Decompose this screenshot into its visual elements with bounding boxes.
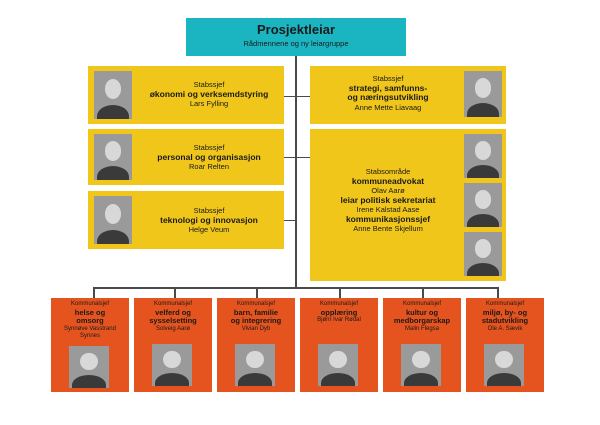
drop-line-5 xyxy=(422,287,424,298)
staff-title-line2: og næringsutvikling xyxy=(347,92,429,102)
branch-left-3 xyxy=(284,220,296,221)
director-title-line1: helse og xyxy=(74,307,106,317)
branch-right-2 xyxy=(296,157,310,158)
branch-left-2 xyxy=(284,157,296,158)
portrait-photo xyxy=(401,344,441,386)
director-label: Kommunalsjef xyxy=(485,301,524,307)
director-box-children: Kommunalsjef barn, familie og integrerin… xyxy=(217,298,295,392)
staff-title: personal og organisasjon xyxy=(157,151,261,162)
role-title: leiar politisk sekretariat xyxy=(340,194,436,205)
staff-box-technology: Stabssjef teknologi og innovasjon Helge … xyxy=(88,191,284,249)
staff-box-economy: Stabssjef økonomi og verksemdstyring Lar… xyxy=(88,66,284,124)
director-title-line2: og integrering xyxy=(230,316,282,325)
director-label: Kommunalsjef xyxy=(236,301,275,307)
drop-line-4 xyxy=(339,287,341,298)
director-label: Kommunalsjef xyxy=(402,301,441,307)
director-name-line1: Bjørn Ivar Rødal xyxy=(317,317,361,323)
director-name-line1: Malin Flegsa xyxy=(404,325,439,332)
director-title-line1: velferd og xyxy=(155,307,191,317)
director-title-line2: sysselsetting xyxy=(149,316,197,325)
director-box-culture: Kommunalsjef kultur og medborgarskap Mal… xyxy=(383,298,461,392)
director-name-line1: Vivian Dyb xyxy=(241,325,271,332)
staff-label: Stabssjef xyxy=(372,74,404,83)
director-name-line1: Solveig Aarø xyxy=(155,325,191,332)
portrait-photo xyxy=(235,344,275,386)
staff-label: Stabssjef xyxy=(193,206,225,215)
director-label: Kommunalsjef xyxy=(70,301,109,307)
portrait-photo xyxy=(464,183,502,227)
project-leader-title: Prosjektleiar xyxy=(256,22,336,37)
director-label: Kommunalsjef xyxy=(319,301,358,307)
staff-name: Helge Veum xyxy=(188,225,230,234)
portrait-photo xyxy=(94,71,132,119)
role-name: Anne Bente Skjellum xyxy=(353,224,423,233)
staff-label: Stabssjef xyxy=(193,143,225,152)
staff-box-strategy: Stabssjef strategi, samfunns- og nærings… xyxy=(310,66,506,124)
role-name: Olav Aarø xyxy=(371,186,405,195)
staff-name: Lars Fylling xyxy=(189,99,229,108)
director-title-line2: omsorg xyxy=(76,316,104,325)
staff-title: teknologi og innovasjon xyxy=(160,214,258,225)
director-name-line1: Ole A. Sævik xyxy=(487,325,523,332)
staff-box-personnel: Stabssjef personal og organisasjon Roar … xyxy=(88,129,284,185)
role-name: Irene Kalstad Aase xyxy=(356,205,420,214)
director-box-welfare: Kommunalsjef velferd og sysselsetting So… xyxy=(134,298,212,392)
staff-name: Roar Relten xyxy=(188,162,230,171)
drop-line-3 xyxy=(256,287,258,298)
director-title-line1: barn, familie xyxy=(233,307,279,317)
branch-right-1 xyxy=(296,96,310,97)
drop-line-1 xyxy=(93,287,95,298)
portrait-photo xyxy=(484,344,524,386)
director-name-line2: Synnes xyxy=(79,333,100,339)
director-box-environment: Kommunalsjef miljø, by- og stadutvikling… xyxy=(466,298,544,392)
portrait-photo xyxy=(69,346,109,388)
director-title-line1: opplæring xyxy=(320,307,358,317)
director-title-line2: medborgarskap xyxy=(393,316,451,325)
director-name-line1: Synnøve Vasstrand xyxy=(64,325,116,332)
portrait-photo xyxy=(94,134,132,180)
drop-line-2 xyxy=(174,287,176,298)
staff-area-box: Stabsområde kommuneadvokat Olav Aarø lei… xyxy=(310,129,506,281)
portrait-photo xyxy=(94,196,132,244)
staff-label: Stabssjef xyxy=(193,80,225,89)
role-title: kommuneadvokat xyxy=(351,175,425,186)
drop-line-6 xyxy=(497,287,499,298)
project-leader-box: Prosjektleiar Rådmennene og ny leiargrup… xyxy=(186,18,406,56)
portrait-photo xyxy=(318,344,358,386)
portrait-photo xyxy=(464,71,502,117)
director-title-line1: miljø, by- og xyxy=(482,307,528,317)
portrait-photo xyxy=(152,344,192,386)
portrait-photo xyxy=(464,134,502,178)
portrait-photo xyxy=(464,232,502,276)
director-box-health: Kommunalsjef helse og omsorg Synnøve Vas… xyxy=(51,298,129,392)
branch-left-1 xyxy=(284,96,296,97)
director-box-education: Kommunalsjef opplæring Bjørn Ivar Rødal xyxy=(300,298,378,392)
director-title-line2: stadutvikling xyxy=(481,316,529,325)
staff-area-label: Stabsområde xyxy=(365,167,411,176)
director-title-line1: kultur og xyxy=(405,307,439,317)
staff-name: Anne Mette Liavaag xyxy=(354,102,422,112)
project-leader-subtitle: Rådmennene og ny leiargruppe xyxy=(243,39,349,48)
staff-title-line1: strategi, samfunns- xyxy=(348,82,428,93)
trunk-line xyxy=(295,56,297,288)
staff-title: økonomi og verksemdstyring xyxy=(149,88,269,99)
role-title: kommunikasjonssjef xyxy=(345,213,431,224)
bottom-bus-line xyxy=(93,287,499,289)
director-label: Kommunalsjef xyxy=(153,301,192,307)
